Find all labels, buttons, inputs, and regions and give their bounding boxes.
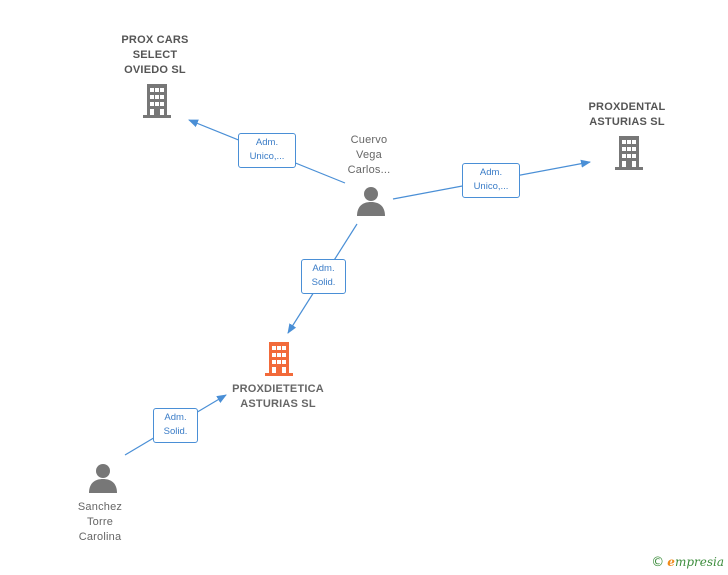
edge-label-sanchez-proxdietetica[interactable]: Adm. Solid. bbox=[153, 408, 198, 443]
node-label-proxdietetica[interactable]: PROXDIETETICA ASTURIAS SL bbox=[232, 383, 324, 410]
building-icon[interactable] bbox=[613, 136, 645, 170]
node-label-sanchez[interactable]: Sanchez Torre Carolina bbox=[77, 501, 123, 543]
node-label-prox-cars[interactable]: PROX CARS SELECT OVIEDO SL bbox=[121, 34, 189, 76]
building-icon[interactable] bbox=[263, 342, 295, 376]
copyright-icon: © bbox=[651, 555, 665, 570]
node-label-cuervo[interactable]: Cuervo Vega Carlos... bbox=[347, 134, 391, 176]
edge-label-cuervo-proxdietetica[interactable]: Adm. Solid. bbox=[301, 259, 346, 294]
edge-label-cuervo-proxdental[interactable]: Adm. Unico,... bbox=[462, 163, 520, 198]
building-icon[interactable] bbox=[141, 84, 173, 118]
person-icon[interactable] bbox=[356, 186, 386, 216]
edge-label-cuervo-proxcars[interactable]: Adm. Unico,... bbox=[238, 133, 296, 168]
brand-logo: ©empresia bbox=[651, 555, 724, 570]
node-label-proxdental[interactable]: PROXDENTAL ASTURIAS SL bbox=[588, 101, 666, 128]
person-icon[interactable] bbox=[88, 463, 118, 493]
